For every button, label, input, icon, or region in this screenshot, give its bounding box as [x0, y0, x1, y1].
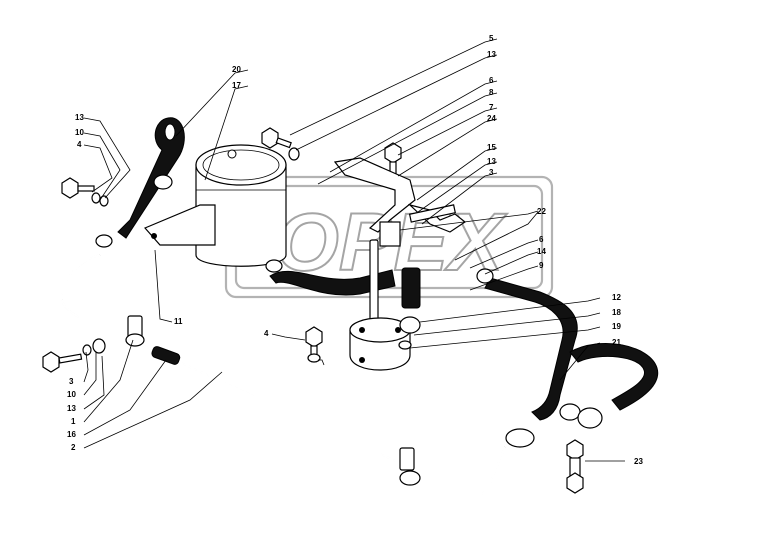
callout-22: 22 [537, 207, 546, 216]
callout-10: 10 [75, 128, 84, 137]
callout-8: 8 [489, 88, 494, 97]
callout-4: 4 [77, 140, 82, 149]
leader-lines [83, 38, 625, 462]
callout-labels: 5 13 6 8 7 24 15 13 3 22 6 14 9 20 17 13… [67, 34, 643, 466]
bolt-4-middle [305, 326, 323, 363]
callout-19: 19 [612, 322, 621, 331]
callout-15: 15 [487, 143, 496, 152]
callout-1: 1 [71, 417, 76, 426]
callout-5: 5 [489, 34, 494, 43]
callout-17: 17 [232, 81, 241, 90]
callout-24: 24 [487, 114, 496, 123]
bolt-5 [261, 127, 300, 161]
sleeve-16 [151, 346, 181, 365]
bolt-set-lower-left [42, 338, 106, 373]
callout-10: 10 [67, 390, 76, 399]
hose-20 [117, 117, 185, 239]
callout-7: 7 [489, 103, 494, 112]
callout-18: 18 [612, 308, 621, 317]
callout-13: 13 [487, 157, 496, 166]
pump-assembly [349, 239, 421, 371]
callout-3: 3 [69, 377, 74, 386]
hose-21 [476, 268, 659, 448]
callout-11: 11 [174, 317, 183, 326]
callout-12: 12 [612, 293, 621, 302]
fitting-23 [566, 439, 584, 494]
callout-23: 23 [634, 457, 643, 466]
callout-13: 13 [487, 50, 496, 59]
callout-9: 9 [539, 261, 544, 270]
bolt-set-upper-left [61, 177, 113, 248]
fuel-line-2 [60, 254, 506, 498]
callout-14: 14 [537, 247, 546, 256]
callout-6: 6 [489, 76, 494, 85]
callout-21: 21 [612, 338, 621, 347]
fuel-filter-17 [143, 144, 287, 267]
callout-2: 2 [71, 443, 76, 452]
callout-13: 13 [75, 113, 84, 122]
callout-16: 16 [67, 430, 76, 439]
callout-6: 6 [539, 235, 544, 244]
callout-3: 3 [489, 168, 494, 177]
callout-20: 20 [232, 65, 241, 74]
line-clamp-1 [125, 315, 145, 347]
callout-13: 13 [67, 404, 76, 413]
bracket-assembly [333, 142, 467, 247]
callout-4: 4 [264, 329, 269, 338]
line-clamp-2 [399, 447, 421, 486]
